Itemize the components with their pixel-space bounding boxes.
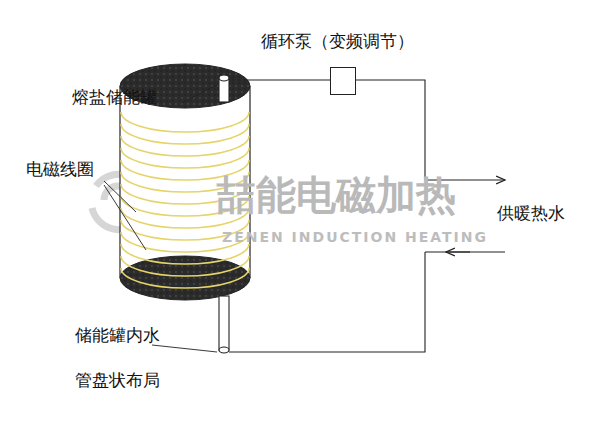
return-arrow bbox=[446, 251, 470, 252]
watermark: ZENEN INDUCTION HEATING bbox=[222, 229, 488, 245]
coil-winding bbox=[121, 268, 249, 288]
pipe-line bbox=[229, 252, 425, 352]
pump-box: 循环泵（变频调节） bbox=[330, 67, 356, 95]
part-label: 管盘状布局 bbox=[75, 371, 160, 391]
part-label: 电磁线圈 bbox=[26, 160, 94, 180]
leader-line bbox=[104, 84, 218, 352]
part-label: 储能罐内水 bbox=[75, 326, 160, 346]
part-label: 熔盐储能罐 bbox=[72, 88, 157, 108]
coil-winding bbox=[121, 148, 249, 168]
pipe-line bbox=[425, 251, 505, 252]
watermark: 喆能电磁加热 bbox=[216, 172, 456, 218]
coil-winding bbox=[121, 124, 249, 144]
pump-heading: 循环泵（变频调节） bbox=[261, 32, 414, 52]
coil-winding bbox=[121, 112, 249, 132]
coil-winding bbox=[121, 256, 249, 276]
tank-wall bbox=[119, 86, 120, 278]
coil-winding bbox=[121, 244, 249, 264]
tank-bottom bbox=[120, 256, 250, 300]
flow-label: 供暖热水 bbox=[497, 204, 565, 224]
pipe-line bbox=[356, 80, 505, 180]
coil-winding bbox=[121, 136, 249, 156]
pipe-line bbox=[229, 79, 330, 80]
